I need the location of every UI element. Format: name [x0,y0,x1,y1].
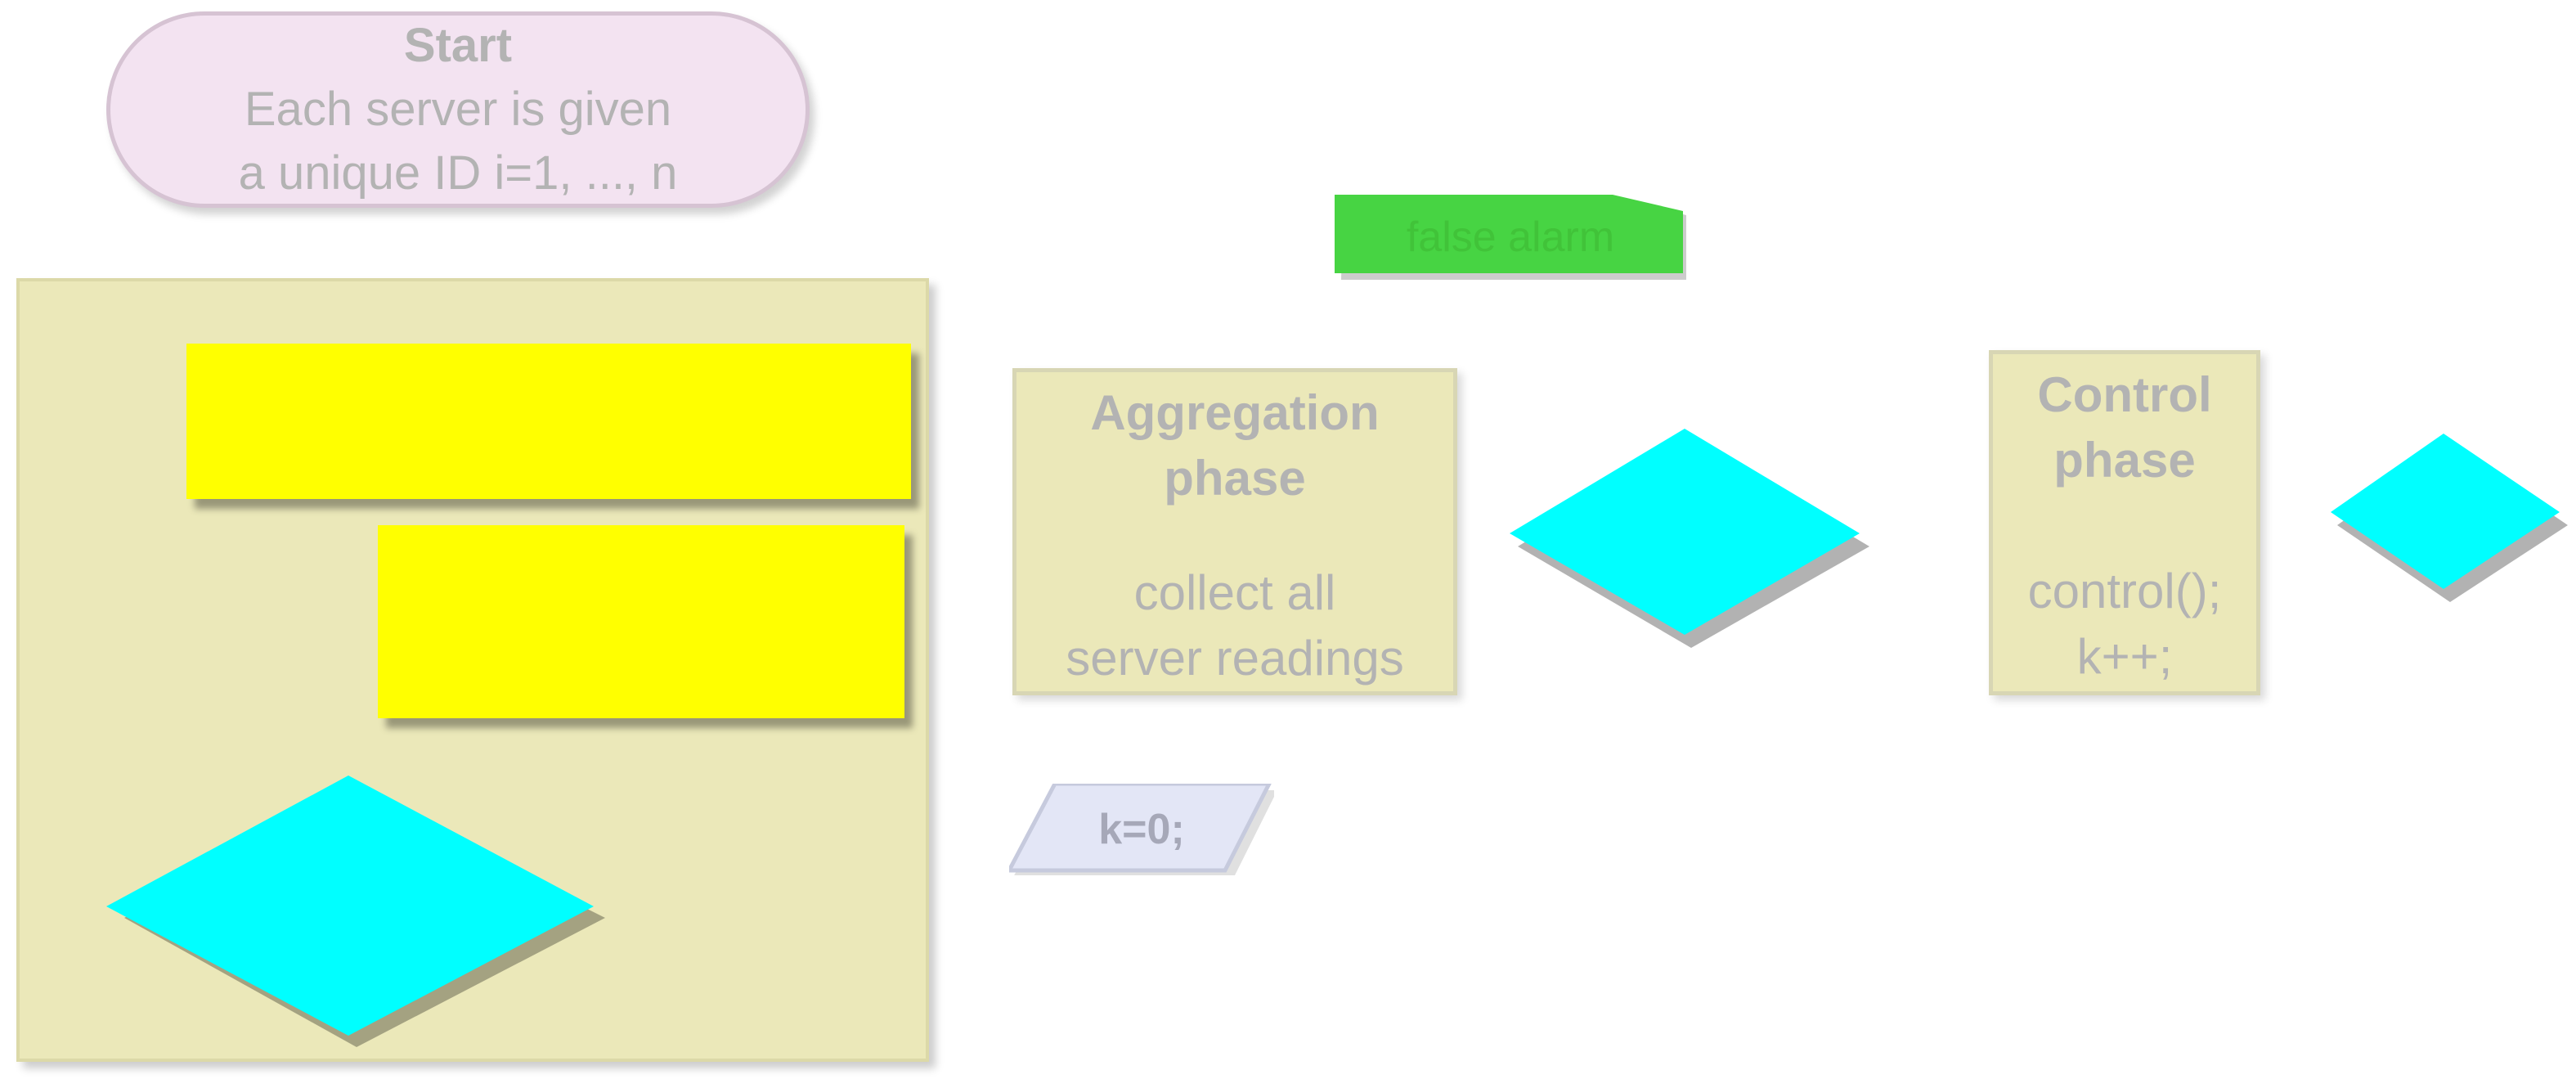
decision-diamond-1 [106,776,605,1047]
control-phase-box: Control phase control(); k++; [1989,350,2260,695]
aggregation-body-1: collect all [1133,565,1336,620]
process-box-2 [378,525,904,718]
control-title-2: phase [2053,433,2196,488]
false-alarm-tag: false alarm [1335,195,1686,280]
false-alarm-label: false alarm [1406,214,1615,261]
start-line-1: Each server is given [244,83,672,136]
start-line-2: a unique ID i=1, ..., n [238,146,678,200]
aggregation-title-1: Aggregation [1090,385,1380,440]
control-title-1: Control [2037,367,2212,422]
aggregation-phase-box: Aggregation phase collect all server rea… [1012,368,1457,695]
aggregation-title-2: phase [1164,451,1306,506]
control-body-1: control(); [2027,564,2222,618]
process-box-1 [186,344,911,499]
aggregation-body-2: server readings [1066,631,1404,686]
decision-diamond-3 [2331,434,2568,602]
decision-diamond-2 [1510,429,1869,648]
control-body-2: k++; [2076,629,2173,684]
start-terminator: Start Each server is given a unique ID i… [106,11,810,208]
start-title: Start [403,19,513,72]
init-label: k=0; [1098,806,1185,853]
init-counter-io: k=0; [1009,784,1274,875]
